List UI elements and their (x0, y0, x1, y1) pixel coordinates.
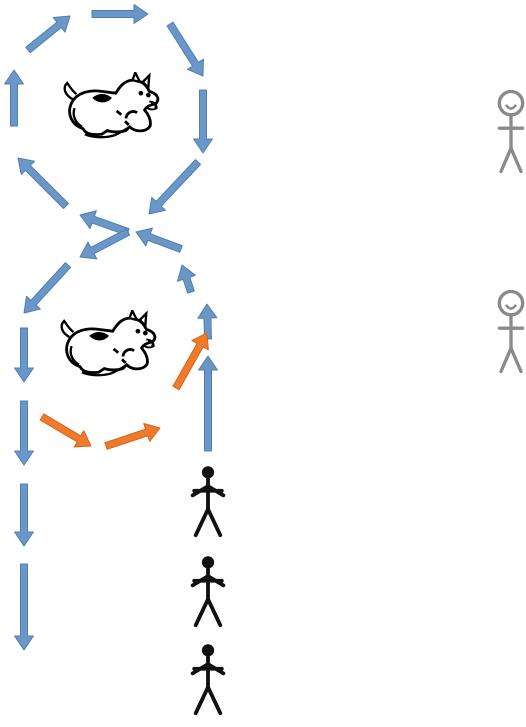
arrow-icon (193, 89, 213, 154)
person-icon (497, 289, 525, 374)
person-icon (193, 556, 224, 625)
arrow-icon (4, 69, 24, 127)
arrow-icon (14, 400, 34, 466)
arrow-layer (4, 4, 218, 651)
arrow-icon (17, 157, 69, 209)
arrow-icon (166, 21, 204, 77)
arrow-icon (104, 422, 161, 450)
arrow-icon (25, 15, 71, 54)
person-icon (193, 466, 224, 535)
arrow-icon (14, 327, 34, 383)
arrow-icon (14, 563, 34, 651)
arrow-icon (79, 228, 131, 260)
arrow-icon (135, 227, 183, 253)
arrow-icon (172, 332, 209, 391)
dog-icon (63, 72, 160, 139)
arrow-icon (23, 262, 72, 314)
person-icon (193, 644, 224, 713)
arrow-icon (176, 264, 196, 294)
arrow-icon (14, 483, 34, 547)
arrow-icon (198, 355, 218, 452)
dog-icon (60, 310, 157, 377)
arrow-icon (39, 413, 92, 448)
arrow-icon (91, 4, 149, 24)
people-layer (193, 89, 525, 714)
person-icon (497, 89, 525, 174)
arrow-icon (148, 159, 202, 215)
